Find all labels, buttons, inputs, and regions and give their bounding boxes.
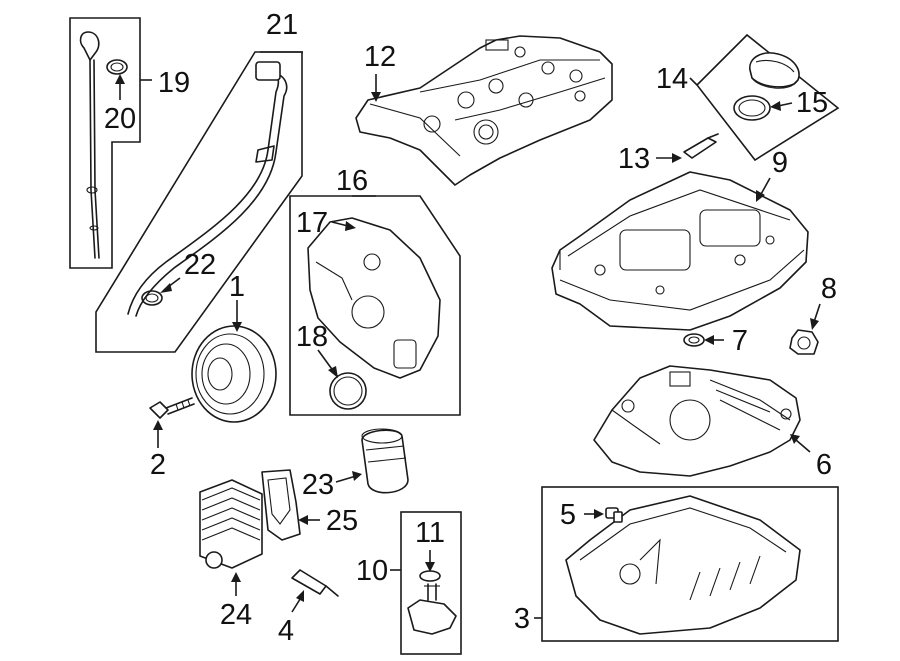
oil-cooler — [199, 479, 263, 569]
timing-cover — [307, 217, 441, 379]
oil-cap-group-box — [695, 33, 840, 162]
sealant-tube — [683, 133, 719, 159]
oil-pan-group-box — [541, 486, 839, 642]
dipstick-group-box — [69, 17, 141, 269]
callout-14: 14 — [656, 63, 688, 95]
callout-5: 5 — [560, 499, 576, 531]
callout-16: 16 — [336, 165, 368, 197]
callout-23: 23 — [302, 469, 334, 501]
callout-15: 15 — [796, 87, 828, 119]
dipstick-tube — [127, 61, 288, 317]
timing-cover-group-box — [289, 195, 461, 416]
callout-7: 7 — [732, 325, 748, 357]
callout-9: 9 — [772, 147, 788, 179]
dipstick — [79, 31, 100, 259]
oil-filter — [361, 428, 409, 494]
callout-labels: 1 2 3 4 5 6 7 8 9 10 11 12 13 14 15 16 1… — [104, 9, 837, 647]
callout-11: 11 — [415, 517, 445, 549]
crankshaft-pulley — [191, 325, 277, 423]
callout-8: 8 — [821, 273, 837, 305]
callout-1: 1 — [229, 271, 245, 303]
callout-3: 3 — [514, 603, 530, 635]
callout-18: 18 — [296, 321, 328, 353]
callout-6: 6 — [816, 449, 832, 481]
baffle-plate — [593, 365, 801, 477]
oil-pressure-switch-group-box — [400, 511, 462, 655]
callout-12: 12 — [364, 41, 396, 73]
callout-2: 2 — [150, 449, 166, 481]
dipstick-tube-group-box — [95, 51, 303, 353]
callout-21: 21 — [266, 9, 298, 41]
timing-cover-seal — [329, 372, 367, 410]
leader-lines — [115, 51, 821, 619]
upper-oil-pan — [551, 171, 809, 331]
callout-20: 20 — [104, 103, 136, 135]
callout-22: 22 — [184, 249, 216, 281]
callout-25: 25 — [326, 505, 358, 537]
switch-o-ring — [419, 570, 441, 582]
oil-cooler-gasket — [261, 469, 301, 541]
oil-filler-cap — [749, 52, 800, 89]
oil-cap-seal — [733, 95, 771, 121]
drain-plug — [605, 507, 623, 523]
dipstick-o-ring — [106, 59, 128, 75]
callout-13: 13 — [618, 143, 650, 175]
washer — [683, 333, 705, 347]
oil-pressure-switch — [407, 583, 457, 635]
gasket-sealant — [291, 569, 339, 597]
callout-17: 17 — [296, 207, 328, 239]
callout-10: 10 — [356, 555, 388, 587]
callout-24: 24 — [220, 599, 252, 631]
oil-level-sensor — [789, 329, 819, 355]
pulley-bolt — [149, 397, 195, 419]
callout-19: 19 — [158, 67, 190, 99]
valve-cover — [355, 35, 613, 186]
tube-seal — [141, 290, 163, 306]
lower-oil-pan — [565, 495, 801, 635]
callout-4: 4 — [278, 615, 294, 647]
